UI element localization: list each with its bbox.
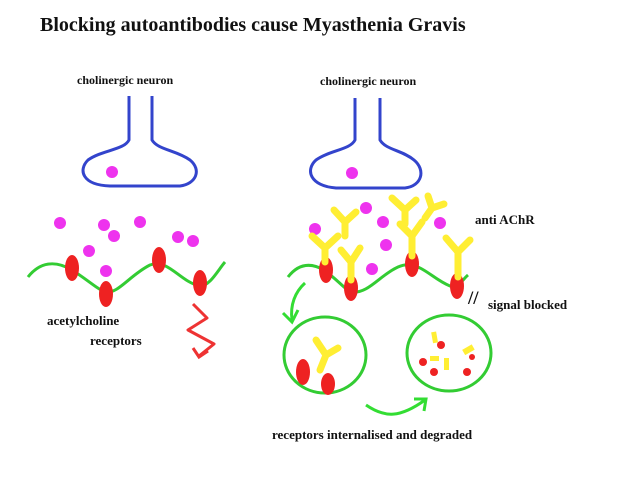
acetylcholine-molecule-icon — [83, 245, 95, 257]
label-internalised: receptors internalised and degraded — [272, 427, 473, 442]
acetylcholine-molecule-icon — [108, 230, 120, 242]
acetylcholine-molecule-icon — [187, 235, 199, 247]
acetylcholine-molecule-icon — [100, 265, 112, 277]
neuron-terminal-icon — [309, 98, 423, 190]
ach-receptor-icon — [344, 275, 358, 301]
acetylcholine-molecule-icon — [54, 217, 66, 229]
acetylcholine-molecule-icon — [366, 263, 378, 275]
ach-receptor-icon — [193, 270, 207, 296]
arrow-icon — [365, 397, 428, 416]
acetylcholine-right-group — [309, 202, 446, 275]
acetylcholine-molecule-icon — [380, 239, 392, 251]
label-neuron-right: cholinergic neuron — [320, 74, 416, 88]
antibody-icon — [308, 232, 342, 266]
label-neuron-left: cholinergic neuron — [77, 73, 173, 87]
ach-receptor-icon — [99, 281, 113, 307]
antibody-icon — [312, 336, 342, 374]
ach-receptor-icon — [65, 255, 79, 281]
arrow-icon — [281, 281, 307, 325]
antibody-icon — [421, 192, 448, 222]
antibody-icon — [442, 234, 474, 281]
acetylcholine-molecule-icon — [309, 223, 321, 235]
ach-receptor-icon — [296, 359, 310, 385]
antibody-icon — [388, 194, 420, 228]
acetylcholine-molecule-icon — [172, 231, 184, 243]
label-receptors-line1: acetylcholine — [47, 313, 119, 328]
antibody-icon — [330, 206, 360, 240]
antibody-icon — [396, 218, 426, 260]
label-antibody: anti AChR — [475, 212, 535, 227]
neuron-terminal-icon — [81, 96, 198, 188]
label-receptors-line2: receptors — [90, 333, 142, 348]
acetylcholine-molecule-icon — [360, 202, 372, 214]
label-signal-blocked: signal blocked — [488, 297, 568, 312]
ach-receptor-icon — [405, 251, 419, 277]
vesicle-icon — [405, 313, 493, 393]
ach-receptor-icon — [152, 247, 166, 273]
acetylcholine-molecule-icon — [98, 219, 110, 231]
acetylcholine-molecule-icon — [346, 167, 358, 179]
acetylcholine-molecule-icon — [106, 166, 118, 178]
degraded-fragments — [419, 331, 475, 376]
postsynaptic-membrane-right — [286, 263, 470, 294]
antibody-icon — [337, 244, 364, 284]
acetylcholine-molecule-icon — [434, 217, 446, 229]
signal-bolt-icon — [186, 302, 216, 360]
acetylcholine-left-group — [54, 216, 199, 277]
diagram-title: Blocking autoantibodies cause Myasthenia… — [40, 14, 466, 36]
blocked-mark-icon: // — [467, 288, 479, 309]
acetylcholine-molecule-icon — [377, 216, 389, 228]
ach-receptor-icon — [321, 373, 335, 395]
acetylcholine-molecule-icon — [134, 216, 146, 228]
ach-receptor-icon — [450, 273, 464, 299]
